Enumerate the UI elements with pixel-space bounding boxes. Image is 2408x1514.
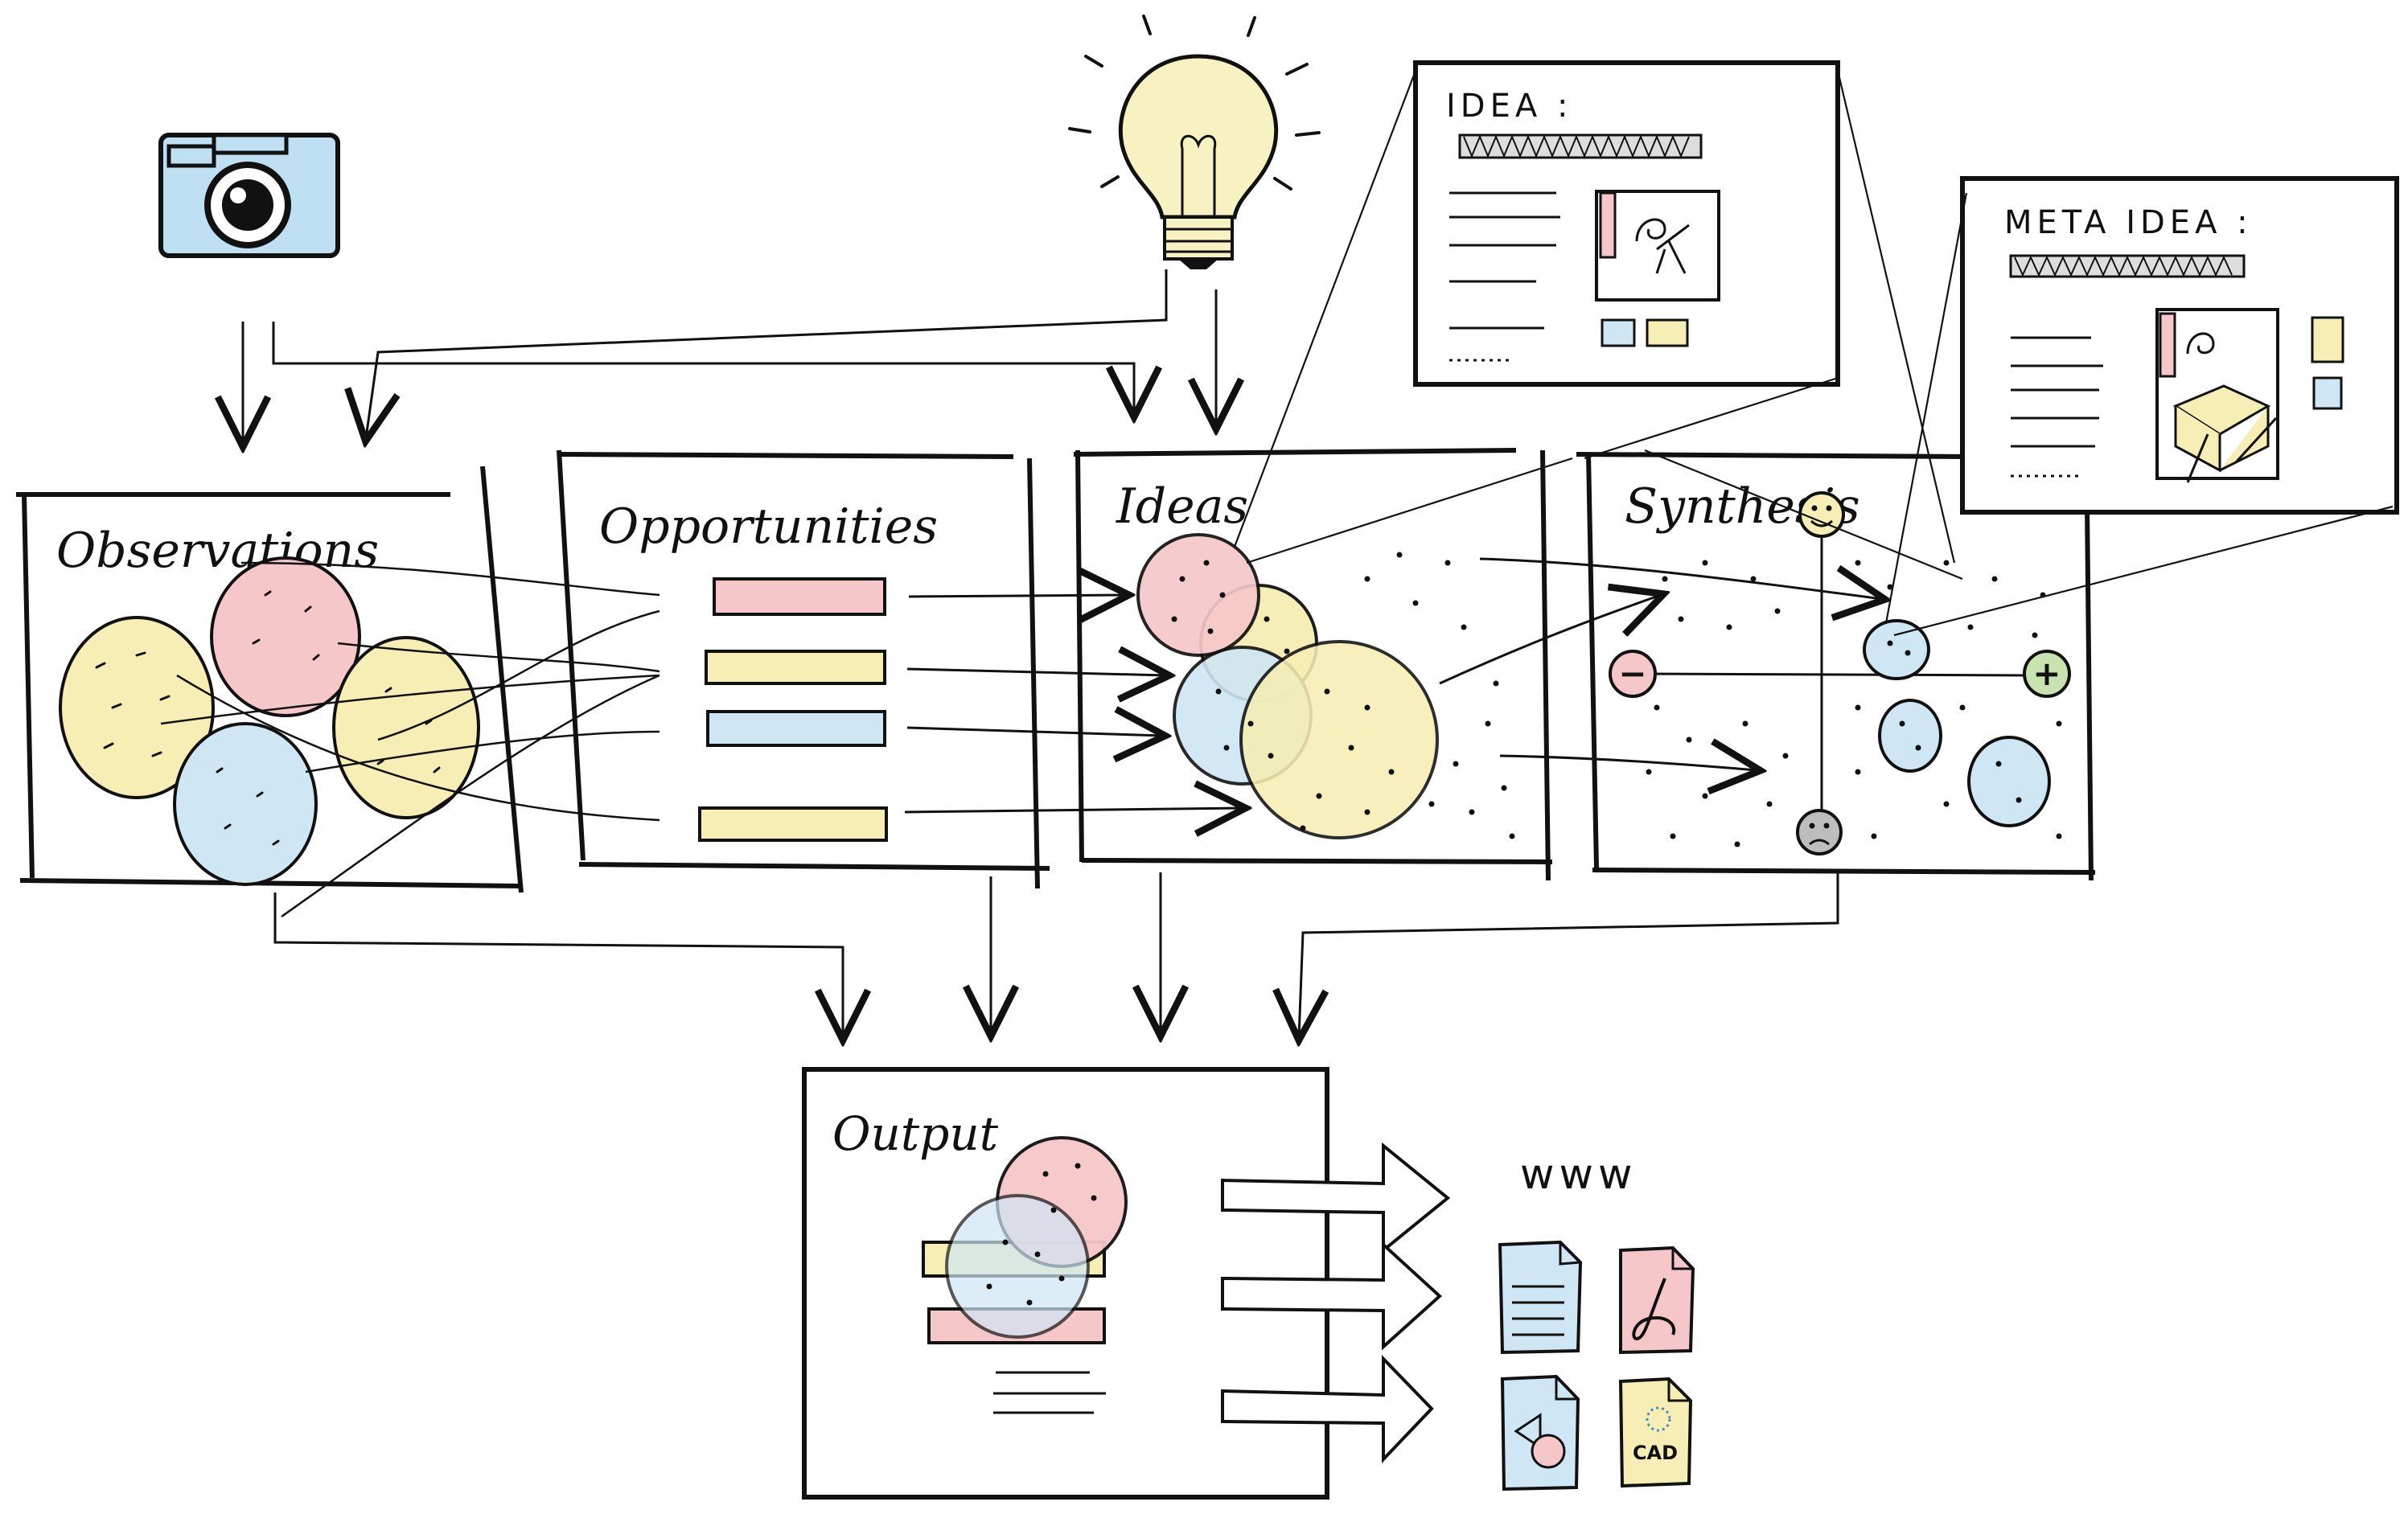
opportunities-label: Opportunities (599, 499, 938, 555)
idea-card-title: IDEA : (1446, 88, 1572, 125)
minus-icon: − (1609, 650, 1657, 698)
meta-idea-card: META IDEA : (1960, 176, 2399, 515)
document-icon (1498, 1240, 1583, 1355)
svg-text:+: + (2032, 654, 2061, 693)
camera-icon (158, 133, 340, 258)
ideas-panel: Ideas (1073, 448, 1553, 881)
output-connectors (273, 872, 1839, 1037)
smiley-icon (1798, 491, 1845, 538)
zoom-lines (1233, 70, 2394, 637)
observations-panel: Observations (16, 466, 524, 893)
pdf-document-icon (1619, 1245, 1695, 1355)
frown-icon (1796, 809, 1843, 855)
graphics-document-icon (1500, 1374, 1580, 1491)
meta-idea-card-title: META IDEA : (2004, 204, 2253, 241)
cad-label: CAD (1633, 1442, 1678, 1464)
opportunities-panel: Opportunities (557, 449, 1050, 889)
web-label: www (1520, 1151, 1638, 1199)
output-arrows (1221, 1142, 1451, 1463)
input-connectors (243, 269, 1216, 444)
idea-card: IDEA : (1413, 60, 1840, 387)
ideas-label: Ideas (1116, 478, 1248, 535)
opportunity-connectors (904, 595, 1243, 812)
plus-icon: + (2023, 650, 2071, 698)
synthesis-panel: Synthesis − + (1576, 452, 2096, 881)
observation-connectors (160, 561, 660, 918)
observations-label: Observations (56, 523, 379, 579)
cad-document-icon: CAD (1618, 1377, 1693, 1488)
output-label: Output (832, 1106, 999, 1161)
lightbulb-icon (1068, 14, 1321, 269)
idea-connectors (1439, 557, 1882, 770)
svg-text:−: − (1618, 654, 1646, 693)
